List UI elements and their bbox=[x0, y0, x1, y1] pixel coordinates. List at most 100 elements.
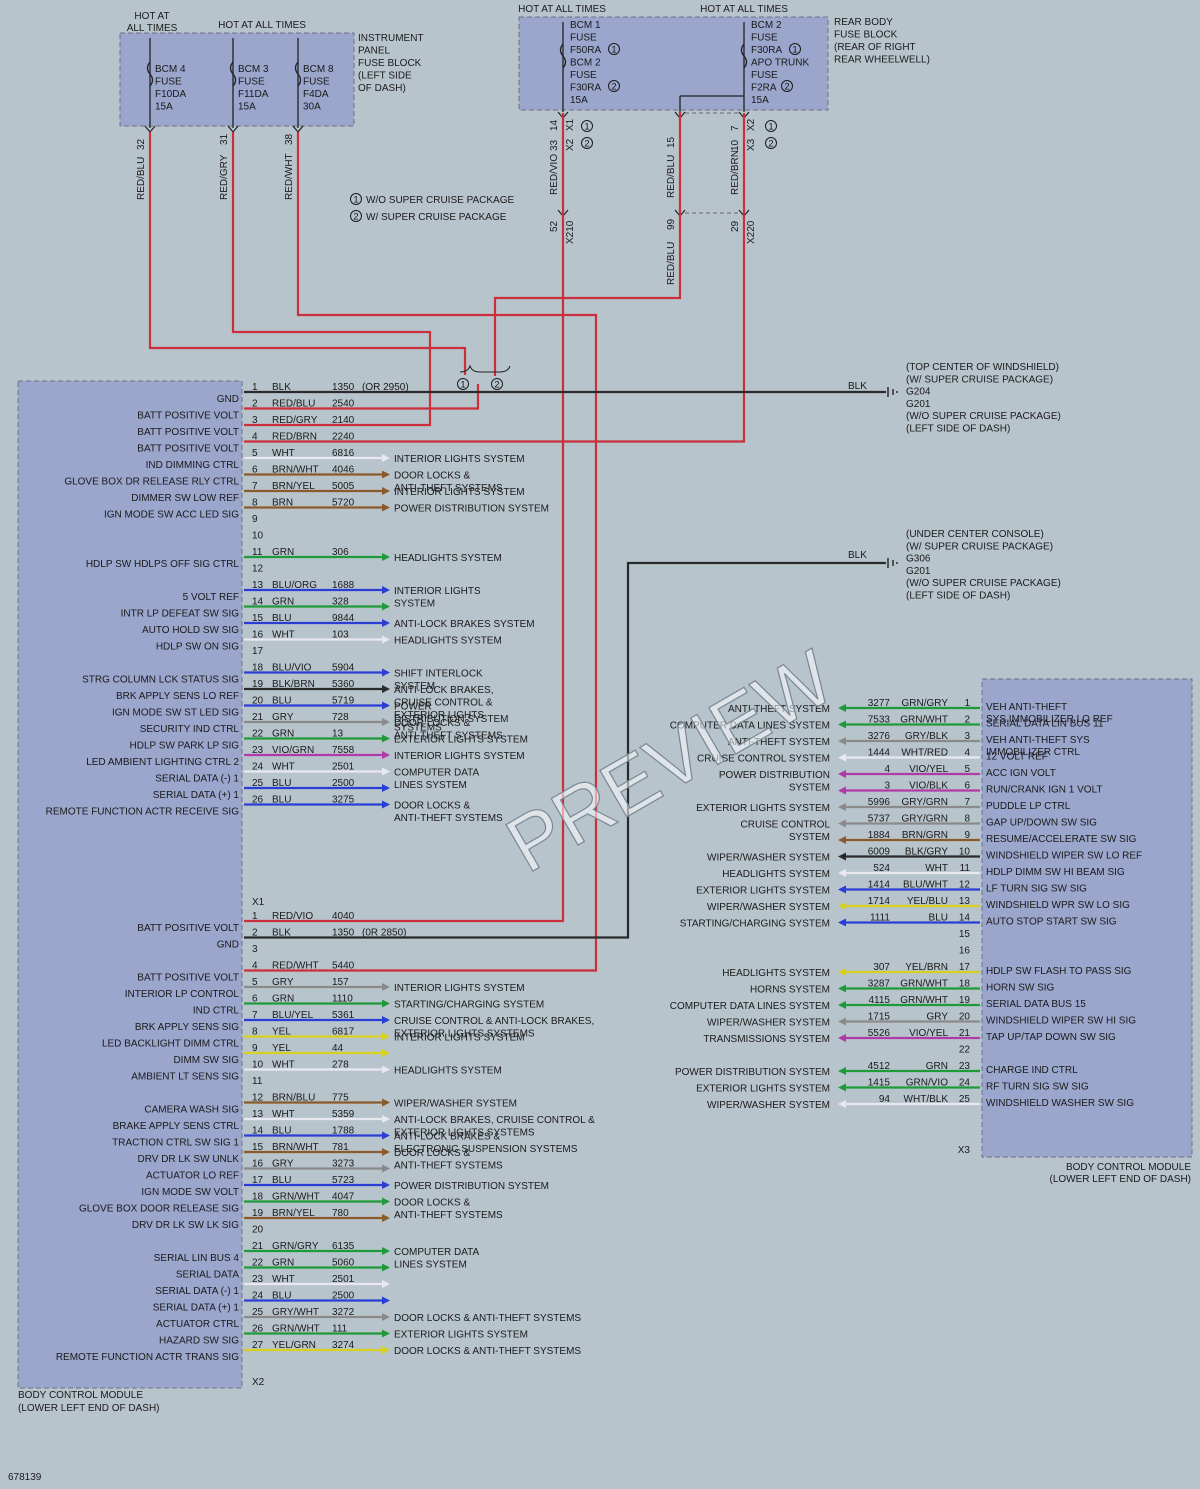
pin-function: ACTUATOR LO REF bbox=[146, 1171, 239, 1182]
wire-color-label: BLU bbox=[272, 778, 291, 789]
connector-label: X1 bbox=[252, 897, 265, 908]
fuse-label: F50RA bbox=[570, 45, 601, 56]
wire-arrow bbox=[382, 487, 390, 495]
circuit-number: 3272 bbox=[332, 1307, 355, 1318]
pin-function: LED BACKLIGHT DIMM CTRL bbox=[102, 1039, 239, 1050]
pin-function: HDLP SW FLASH TO PASS SIG bbox=[986, 966, 1132, 977]
pin-function: VEH ANTI-THEFT SYS bbox=[986, 735, 1090, 746]
pin-number: 22 bbox=[959, 1045, 971, 1056]
wire-color-label: BLU bbox=[929, 913, 948, 924]
pin-number: 24 bbox=[252, 762, 264, 773]
option-number: 1 bbox=[611, 44, 616, 55]
circuit-number: 5723 bbox=[332, 1175, 355, 1186]
wire-arrow bbox=[838, 819, 846, 828]
wire-arrow bbox=[382, 701, 390, 710]
wire-arrow bbox=[382, 454, 390, 462]
pin-function: REMOTE FUNCTION ACTR TRANS SIG bbox=[56, 1352, 239, 1363]
pin-number: 33 bbox=[549, 139, 560, 151]
pin-function: STRG COLUMN LCK STATUS SIG bbox=[82, 675, 239, 686]
destination-label: ANTI-THEFT SYSTEMS bbox=[394, 813, 503, 824]
ground-location-label: (W/ SUPER CRUISE PACKAGE) bbox=[906, 541, 1053, 552]
hot-label: HOT AT bbox=[134, 11, 169, 22]
wire-color-label: BRN/WHT bbox=[272, 1142, 319, 1153]
pin-function: BRAKE APPLY SENS CTRL bbox=[113, 1121, 240, 1132]
destination-label: DOOR LOCKS & bbox=[394, 1198, 470, 1209]
pin-number: 17 bbox=[252, 1175, 264, 1186]
circuit-number: 781 bbox=[332, 1142, 349, 1153]
pin-function: GLOVE BOX DR RELEASE RLY CTRL bbox=[64, 477, 239, 488]
circuit-number: 775 bbox=[332, 1093, 349, 1104]
wire-arrow bbox=[838, 753, 846, 762]
circuit-number: 4512 bbox=[868, 1061, 891, 1072]
wire-color-label: RED/WHT bbox=[272, 961, 319, 972]
wire-arrow bbox=[382, 718, 390, 726]
pin-function: CHARGE IND CTRL bbox=[986, 1065, 1078, 1076]
pin-function: ACTUATOR CTRL bbox=[156, 1319, 239, 1330]
pin-number: 22 bbox=[252, 1258, 264, 1269]
wire-color-label: BRN/BLU bbox=[272, 1093, 315, 1104]
pin-number: 32 bbox=[136, 138, 147, 150]
wire-color-label: YEL/GRN bbox=[272, 1340, 316, 1351]
option-number: 2 bbox=[611, 81, 616, 92]
wire-arrow bbox=[382, 1131, 390, 1140]
destination-label: ANTI-LOCK BRAKES, CRUISE CONTROL & bbox=[394, 1115, 595, 1126]
wire-color-label: BLU bbox=[272, 613, 291, 624]
ip-fuse-block bbox=[119, 32, 355, 127]
pin-function: IMMOBILIZER CTRL bbox=[986, 747, 1080, 758]
pin-function: DIMM SW SIG bbox=[173, 1055, 239, 1066]
option-number: 2 bbox=[353, 211, 358, 222]
circuit-number: 3 bbox=[884, 781, 890, 792]
wire-color-label: GRY bbox=[927, 1012, 949, 1023]
pin-function: BATT POSITIVE VOLT bbox=[137, 411, 239, 422]
pin-number: 13 bbox=[252, 580, 264, 591]
wire-arrow bbox=[838, 786, 846, 795]
pin-number: 11 bbox=[252, 547, 263, 558]
pin-function: SERIAL DATA LIN BUS 11 bbox=[986, 719, 1104, 730]
wire-color-label: GRN/WHT bbox=[900, 715, 948, 726]
wires bbox=[148, 112, 980, 1354]
fuse-label: F11DA bbox=[238, 89, 269, 100]
destination-label: DOOR LOCKS & ANTI-THEFT SYSTEMS bbox=[394, 1346, 581, 1357]
pin-function: LF TURN SIG SW SIG bbox=[986, 884, 1087, 895]
circuit-number: 1688 bbox=[332, 580, 355, 591]
fuse-label: BCM 2 bbox=[570, 58, 601, 69]
pin-number: 23 bbox=[252, 745, 264, 756]
ground-icon bbox=[887, 387, 898, 397]
option-number: 1 bbox=[792, 44, 797, 55]
destination-label: HEADLIGHTS SYSTEM bbox=[394, 1066, 502, 1077]
wire-arrow bbox=[838, 902, 846, 910]
wire-arrow bbox=[382, 1280, 390, 1288]
wire-arrow bbox=[382, 1148, 390, 1156]
pin-function: BRK APPLY SENS SIG bbox=[135, 1022, 239, 1033]
wire-color-label: GRN bbox=[272, 1258, 294, 1269]
destination-label: SYSTEM bbox=[394, 599, 435, 610]
circuit-number: 4040 bbox=[332, 911, 355, 922]
ground-location-label: (LEFT SIDE OF DASH) bbox=[906, 591, 1010, 602]
option-number: 1 bbox=[584, 121, 589, 132]
wire-color-label: BLK/GRY bbox=[905, 847, 948, 858]
pin-number: 4 bbox=[964, 748, 970, 759]
pin-function: SERIAL LIN BUS 4 bbox=[154, 1253, 240, 1264]
wire-color-label: GRN bbox=[926, 1061, 948, 1072]
destination-label: CRUISE CONTROL SYSTEM bbox=[697, 754, 830, 765]
pin-number: 26 bbox=[252, 795, 264, 806]
pin-function: IGN MODE SW VOLT bbox=[141, 1187, 239, 1198]
wire-arrow bbox=[838, 803, 846, 811]
wire-arrow bbox=[838, 1017, 846, 1026]
wire-color-label: BLU/YEL bbox=[272, 1010, 314, 1021]
pin-number: 2 bbox=[964, 715, 970, 726]
destination-label: ANTI-THEFT SYSTEMS bbox=[394, 1210, 503, 1221]
wire-color-label: BRN/YEL bbox=[272, 481, 315, 492]
circuit-number: 44 bbox=[332, 1043, 344, 1054]
circuit-number: 1715 bbox=[868, 1012, 891, 1023]
circuit-number: 7558 bbox=[332, 745, 355, 756]
wire-arrow bbox=[382, 1181, 390, 1189]
circuit-number: 2500 bbox=[332, 1291, 355, 1302]
pin-function: SERIAL DATA bbox=[176, 1270, 239, 1281]
pin-number: 16 bbox=[959, 946, 971, 957]
circuit-note: (0R 2850) bbox=[362, 928, 406, 939]
fuse-label: FUSE bbox=[570, 70, 597, 81]
wire-arrow bbox=[838, 720, 846, 729]
fuse-label: BCM 2 bbox=[751, 20, 782, 31]
pin-number: 15 bbox=[666, 136, 677, 148]
